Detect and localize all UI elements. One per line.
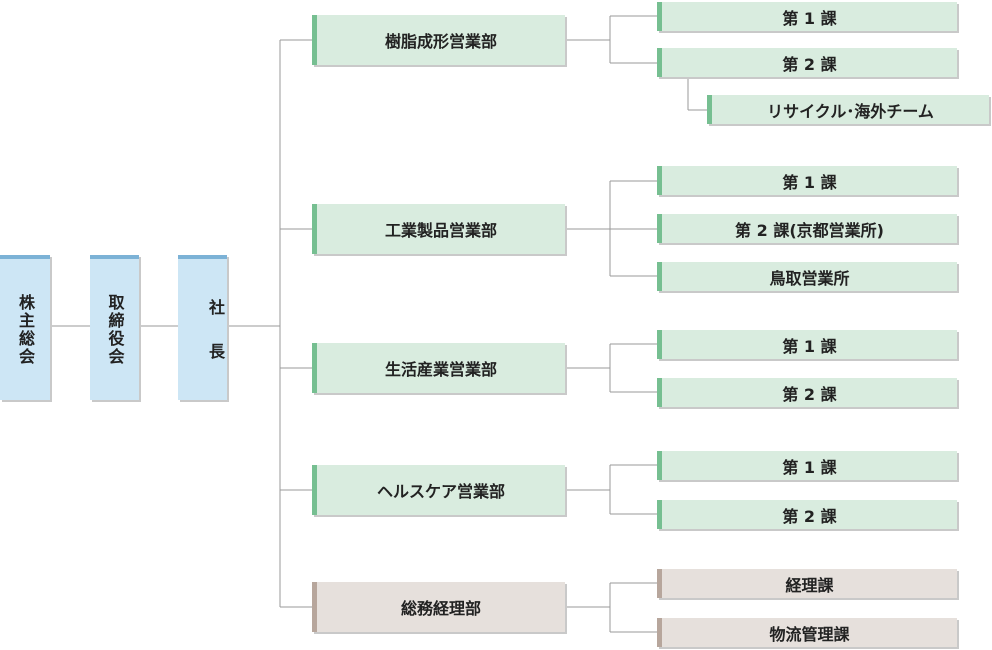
section-recycle-overseas-team: リサイクル･海外チーム	[707, 95, 989, 124]
section-accounting: 経理課	[657, 569, 957, 598]
dept-industrial-products-sales-label: 工業製品営業部	[384, 221, 497, 240]
section-logistics-management: 物流管理課	[657, 618, 957, 647]
dept-resin-molding-sales: 樹脂成形営業部	[312, 15, 565, 65]
section-label: 第 2 課(京都営業所)	[735, 220, 884, 240]
section-resin-1: 第 1 課	[657, 2, 957, 31]
section-label: リサイクル･海外チーム	[767, 101, 934, 121]
section-label: 鳥取営業所	[769, 268, 850, 288]
dept-lifestyle-industry-sales-label: 生活産業営業部	[384, 360, 497, 379]
section-healthcare-2: 第 2 課	[657, 500, 957, 529]
dept-healthcare-sales: ヘルスケア営業部	[312, 465, 565, 515]
shareholders-meeting-label: 株主総会	[16, 293, 35, 366]
section-industrial-1: 第 1 課	[657, 166, 957, 195]
section-label: 第 2 課	[782, 54, 837, 74]
section-label: 第 2 課	[782, 506, 837, 526]
section-industrial-2-kyoto: 第 2 課(京都営業所)	[657, 214, 957, 243]
dept-general-affairs-accounting: 総務経理部	[312, 582, 565, 632]
dept-lifestyle-industry-sales: 生活産業営業部	[312, 343, 565, 393]
section-tottori-office: 鳥取営業所	[657, 262, 957, 291]
president-box: 社長	[178, 255, 227, 400]
dept-general-affairs-accounting-label: 総務経理部	[400, 599, 481, 618]
section-label: 経理課	[785, 575, 834, 595]
dept-industrial-products-sales: 工業製品営業部	[312, 204, 565, 254]
shareholders-meeting-box: 株主総会	[0, 255, 50, 400]
section-label: 第 2 課	[782, 384, 837, 404]
dept-healthcare-sales-label: ヘルスケア営業部	[376, 482, 505, 501]
section-lifestyle-1: 第 1 課	[657, 330, 957, 359]
section-label: 第 1 課	[782, 8, 837, 28]
dept-resin-molding-sales-label: 樹脂成形営業部	[384, 32, 497, 51]
board-of-directors-box: 取締役会	[90, 255, 139, 400]
president-label: 社長	[206, 298, 225, 387]
board-of-directors-label: 取締役会	[105, 293, 125, 366]
section-label: 第 1 課	[782, 172, 837, 192]
section-label: 第 1 課	[782, 457, 837, 477]
section-label: 第 1 課	[782, 336, 837, 356]
section-resin-2: 第 2 課	[657, 48, 957, 77]
section-label: 物流管理課	[769, 624, 850, 644]
section-lifestyle-2: 第 2 課	[657, 378, 957, 407]
section-healthcare-1: 第 1 課	[657, 451, 957, 480]
